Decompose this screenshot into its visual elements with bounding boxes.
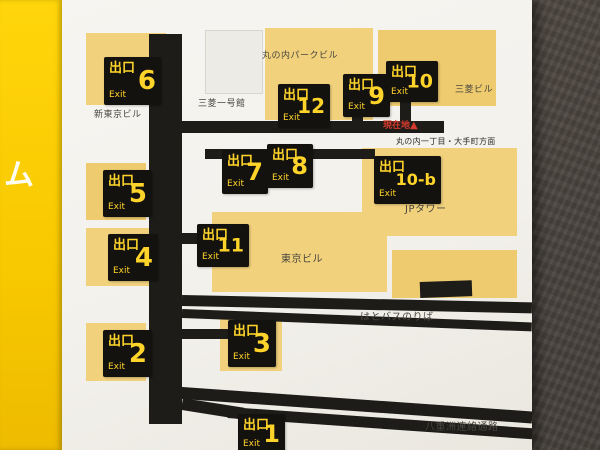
exit-jp-label: 出口 [233,324,260,339]
exit-sign-2: 出口 Exit 2 [103,330,152,377]
hato-bus-structure [419,280,473,298]
exit-number: 6 [137,66,156,96]
exit-sign-8: 出口 Exit 8 [267,144,313,188]
exit-jp-label: 出口 [227,154,254,169]
exit-sign-10b: 出口 Exit 10-b [374,156,441,204]
exit-number: 4 [134,242,153,273]
label-direction: 丸の内一丁目・大手町方面 [396,137,496,146]
exit-sign-11: 出口 Exit 11 [197,224,249,267]
stub-exit3 [182,329,230,339]
exit-jp-label: 出口 [108,334,135,349]
exit-number: 2 [128,338,147,369]
frame-partial-text: ム [4,158,34,193]
exit-en-label: Exit [283,113,301,123]
exit-number: 3 [252,328,271,359]
exit-sign-10: 出口 Exit 10 [386,61,438,102]
label-shin-tokyo-bldg: 新東京ビル [94,110,142,120]
exit-en-label: Exit [243,439,261,449]
exit-sign-1: 出口 Exit 1 [238,414,285,450]
label-mitsubishi-ichigokan: 三菱一号館 [198,99,246,109]
exit-en-label: Exit [391,87,409,97]
stub-exit10 [400,96,411,122]
exit-en-label: Exit [227,179,245,189]
exit-number: 11 [217,234,244,256]
sign-frame-left [0,0,62,450]
exit-sign-9: 出口 Exit 9 [343,74,390,117]
label-yaesu-passage: 八重洲連絡通路 [425,422,499,433]
exit-jp-label: 出口 [113,238,140,253]
building-block-mitsubishi-ichigokan [205,30,263,94]
exit-en-label: Exit [202,252,220,262]
exit-en-label: Exit [272,173,290,183]
exit-en-label: Exit [348,102,366,112]
exit-map-panel: 丸の内パークビル 三菱ビル 新東京ビル 三菱一号館 JPタワー 東京ビル はとバ… [62,0,532,450]
exit-en-label: Exit [233,352,251,362]
exit-number: 10 [406,70,433,92]
current-location-marker-icon: ▲ [410,120,418,131]
label-mitsubishi-bldg: 三菱ビル [455,85,494,95]
exit-sign-7: 出口 Exit 7 [222,150,268,194]
exit-jp-label: 出口 [108,174,135,189]
exit-jp-label: 出口 [272,148,299,163]
exit-en-label: Exit [108,202,126,212]
exit-en-label: Exit [379,189,397,199]
exit-sign-5: 出口 Exit 5 [103,170,152,217]
exit-number: 10-b [395,170,436,189]
exit-number: 8 [291,152,308,180]
exit-jp-label: 出口 [243,418,270,433]
exit-sign-6: 出口 Exit 6 [104,57,161,105]
label-hato-bus-stop: はとバスのりば [360,312,434,323]
exit-jp-label: 出口 [283,88,310,103]
exit-en-label: Exit [108,362,126,372]
current-location: 現在地▲ [383,118,418,131]
exit-number: 9 [368,81,385,110]
current-location-label: 現在地 [383,121,411,131]
exit-number: 12 [297,94,325,118]
exit-en-label: Exit [109,90,127,100]
exit-jp-label: 出口 [348,78,375,93]
exit-jp-label: 出口 [379,160,406,175]
exit-sign-4: 出口 Exit 4 [108,234,158,281]
exit-sign-3: 出口 Exit 3 [228,320,276,367]
exit-en-label: Exit [113,266,131,276]
exit-jp-label: 出口 [109,61,136,76]
exit-jp-label: 出口 [202,228,229,243]
exit-number: 7 [246,158,263,186]
exit-jp-label: 出口 [391,65,418,80]
label-marunouchi-park-bldg: 丸の内パークビル [262,51,339,61]
exit-sign-12: 出口 Exit 12 [278,84,330,128]
stub-exit11 [182,233,200,244]
exit-number: 1 [263,420,280,448]
exit-number: 5 [128,178,147,209]
label-jp-tower: JPタワー [405,204,447,215]
label-tokyo-bldg: 東京ビル [281,254,323,265]
